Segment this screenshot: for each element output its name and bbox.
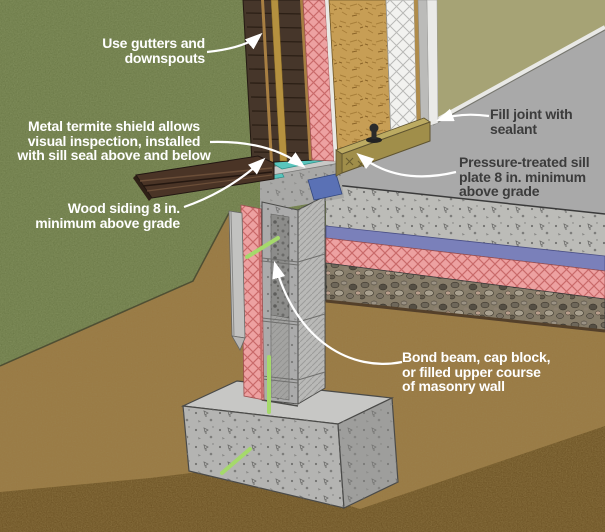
grade-edge — [0, 212, 230, 367]
interior-floor — [326, 25, 605, 214]
sheathing-face — [325, 0, 338, 161]
arrow-bond-beam — [272, 260, 403, 365]
baseboard — [432, 25, 605, 124]
interior-wall — [433, 0, 605, 121]
rebar — [220, 236, 280, 475]
gravel-bed — [325, 262, 605, 332]
stud-edge — [414, 0, 421, 131]
arrow-wood-siding — [183, 157, 266, 209]
drywall-strip — [426, 0, 439, 127]
foundation-foam-insulation — [240, 204, 265, 401]
furring-strip-2 — [300, 0, 312, 160]
arrow-fill-joint — [435, 108, 490, 122]
masonry-wall — [261, 195, 326, 407]
corner-trim — [261, 0, 273, 162]
pt-wood-marks — [345, 157, 365, 168]
grouted-core — [270, 213, 290, 319]
arrow-termite-shield — [209, 140, 306, 168]
furring-strip — [270, 0, 288, 162]
arrow-gutters — [206, 32, 263, 54]
bond-beam-rebar — [245, 236, 280, 259]
vapor-barrier — [325, 225, 605, 272]
arrow-sill-plate — [356, 152, 457, 178]
foam-flashing-strip — [228, 210, 246, 351]
annotation-arrows — [183, 32, 490, 365]
anchor-bolt — [366, 123, 382, 143]
slab-edge-seal — [307, 173, 343, 201]
slab-layers — [325, 183, 605, 333]
footing-rebar — [220, 447, 252, 475]
